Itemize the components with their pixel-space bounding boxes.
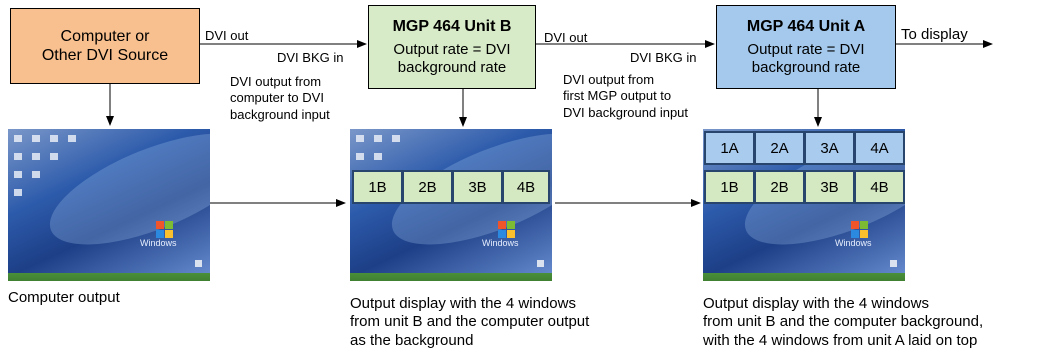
unit-b-caption-line-3: as the background [350,331,474,349]
dvi-note-2-line-1: DVI output from [563,72,655,87]
taskbar [703,273,905,281]
dvi-out-label-1: DVI out [205,28,249,43]
window-a-b-4: 4B [854,170,905,204]
window-b-2: 2B [402,170,453,204]
windows-logo: Windows [482,221,532,251]
unit-b-caption-line-1: Output display with the 4 windows [350,295,576,312]
dvi-note-1-line-3: background input [230,106,330,122]
unit-b-output-caption: Output display with the 4 windows from u… [350,295,589,350]
unit-a-line-2: background rate [751,58,861,76]
unit-a-caption-line-3: with the 4 windows from unit A laid on t… [703,331,978,349]
window-a-4: 4A [854,131,905,165]
computer-caption-line-1: Computer output [8,289,120,306]
window-b-1: 1B [352,170,403,204]
unit-a-box: MGP 464 Unit A Output rate = DVI backgro… [716,5,896,89]
taskbar [350,273,552,281]
desktop-notice-icon [537,260,544,267]
dvi-note-1-line-1: DVI output from [230,74,322,89]
computer-source-box: Computer or Other DVI Source [10,8,200,84]
dvi-note-2-line-2: first MGP output to [563,88,672,104]
source-box-line-2: Other DVI Source [41,47,169,64]
unit-a-caption-line-1: Output display with the 4 windows [703,295,929,312]
taskbar [8,273,210,281]
dvi-out-label-2: DVI out [544,30,588,45]
unit-b-caption-line-2: from unit B and the computer output [350,313,590,331]
dvi-bkg-in-label-2: DVI BKG in [630,50,697,65]
window-a-b-1: 1B [704,170,755,204]
dvi-note-1: DVI output from computer to DVI backgrou… [230,74,330,123]
unit-b-title: MGP 464 Unit B [392,18,512,36]
unit-a-caption-line-2: from unit B and the computer background, [703,313,984,331]
windows-logo-text: Windows [835,238,872,248]
unit-b-box: MGP 464 Unit B Output rate = DVI backgro… [368,5,536,89]
dvi-bkg-in-label-1: DVI BKG in [277,50,344,65]
window-a-2: 2A [754,131,805,165]
unit-a-output-caption: Output display with the 4 windows from u… [703,295,983,350]
windows-logo: Windows [835,221,885,251]
unit-b-line-2: background rate [397,58,507,76]
desktop-icons [356,135,416,215]
windows-logo-text: Windows [482,238,519,248]
window-b-4: 4B [502,170,550,204]
window-a-b-2: 2B [754,170,805,204]
unit-a-line-1: Output rate = DVI [747,40,865,58]
windows-logo-text: Windows [140,238,177,248]
windows-logo: Windows [140,221,190,251]
dvi-note-2-line-3: DVI background input [563,104,689,120]
source-box-line-1: Computer or [60,27,150,45]
window-a-1: 1A [704,131,755,165]
desktop-icons [14,135,76,215]
dvi-note-2: DVI output from first MGP output to DVI … [563,72,688,121]
desktop-notice-icon [890,260,897,267]
window-a-3: 3A [804,131,855,165]
computer-output-screen: Windows [8,129,210,281]
window-b-3: 3B [452,170,503,204]
computer-output-caption: Computer output [8,289,120,307]
unit-a-title: MGP 464 Unit A [746,18,866,36]
dvi-note-1-line-2: computer to DVI [230,90,324,106]
to-display-label: To display [901,26,968,43]
desktop-notice-icon [195,260,202,267]
unit-b-line-1: Output rate = DVI [393,40,511,58]
unit-b-output-screen: Windows [350,129,552,281]
window-a-b-3: 3B [804,170,855,204]
